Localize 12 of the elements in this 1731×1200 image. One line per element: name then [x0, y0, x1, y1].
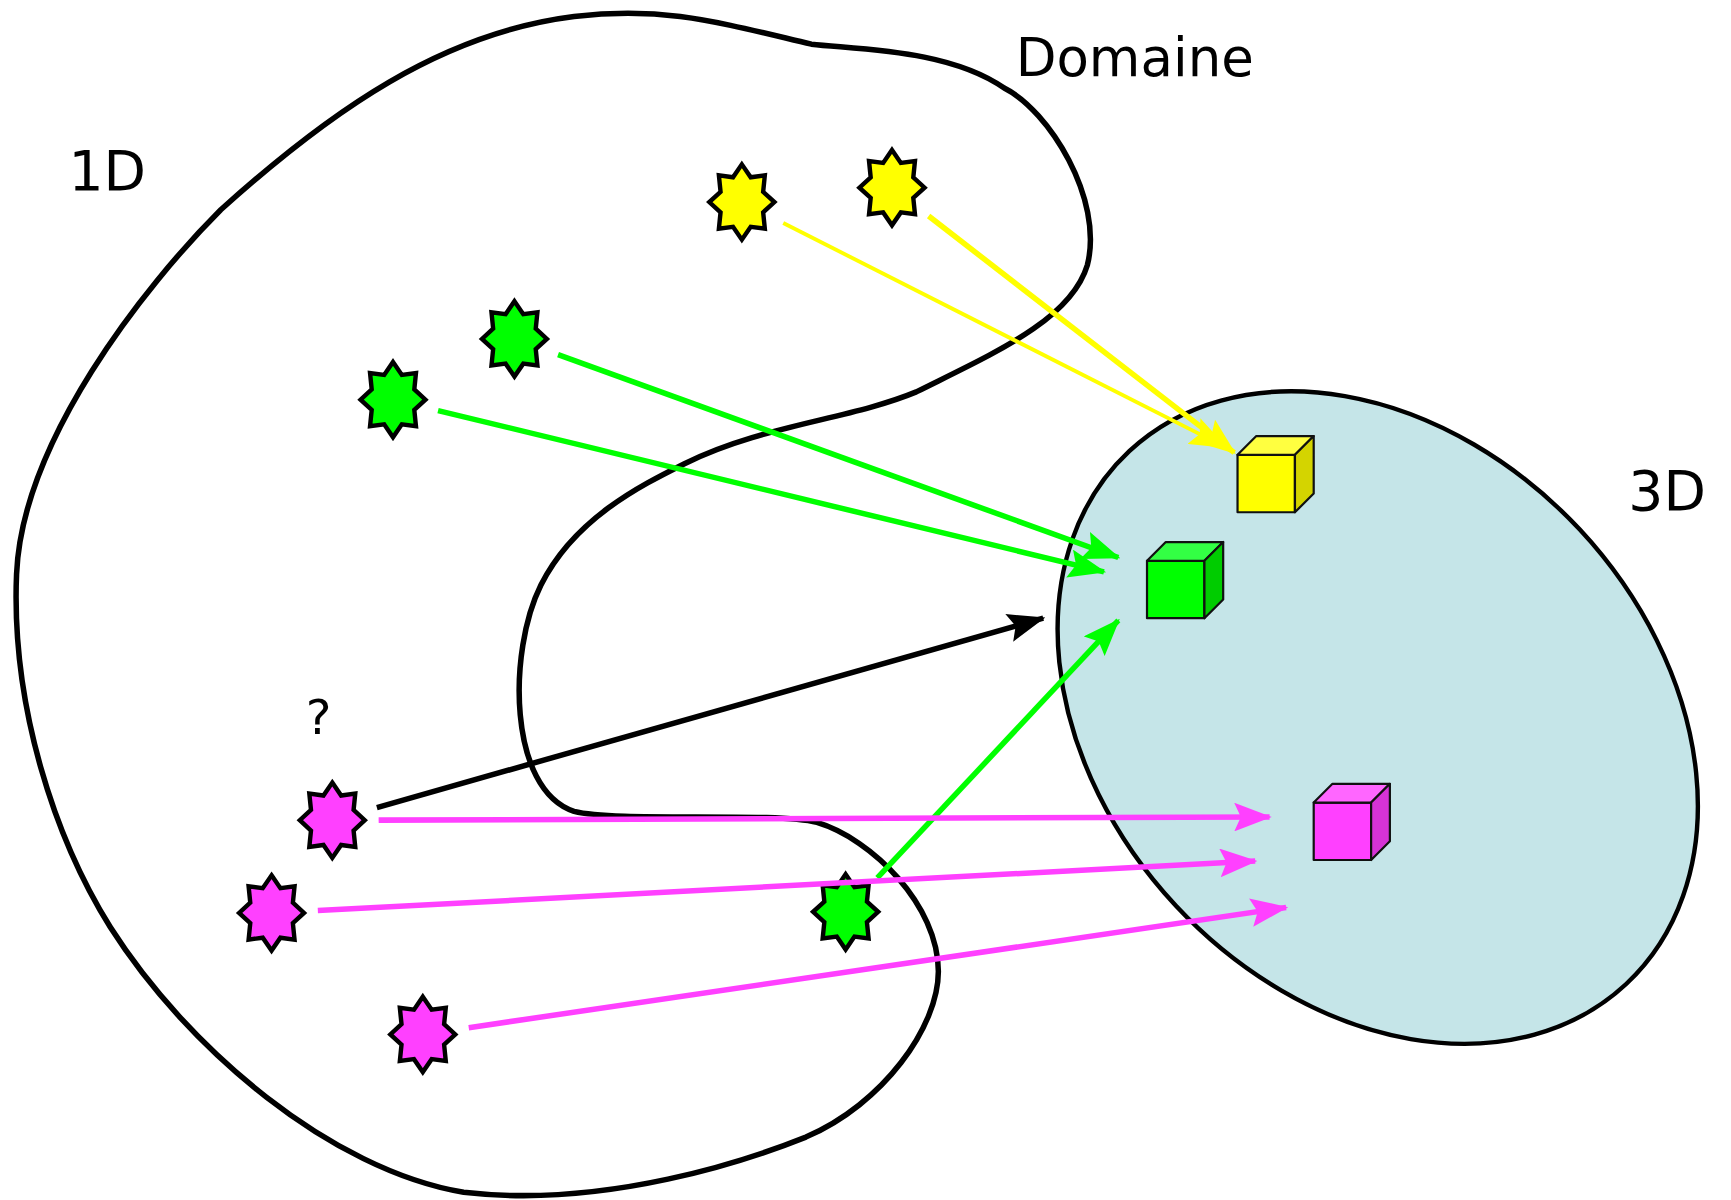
region-label: 1D [68, 143, 147, 199]
arrow [437, 407, 1107, 578]
arrow [376, 614, 1046, 811]
arrow [317, 848, 1258, 914]
text-label: ? [305, 693, 332, 742]
arrow [378, 802, 1272, 832]
arrow [557, 352, 1121, 561]
text-label: Domaine [1015, 30, 1254, 84]
arrow [926, 213, 1236, 455]
arrow [468, 898, 1289, 1031]
arrow [875, 618, 1121, 880]
region-label: 3D [1628, 463, 1706, 519]
